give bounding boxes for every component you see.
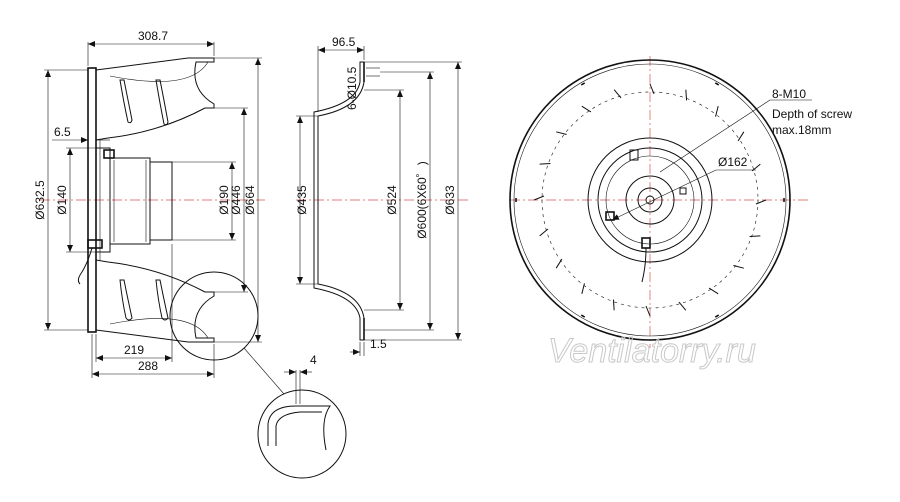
dim-depth-288: 288 <box>138 359 158 373</box>
dim-wall: 1.5 <box>370 337 387 351</box>
dim-dia-pcd: Ø600(6X60゜) <box>415 161 429 238</box>
motor-rotor-ring <box>597 147 703 253</box>
dim-dia-hub: Ø140 <box>55 185 69 215</box>
detail-leader <box>243 347 285 395</box>
dim-dia-190: Ø190 <box>217 185 231 215</box>
upper-blade-slot-2 <box>155 79 169 126</box>
front-cable <box>641 247 647 283</box>
dim-flange-thickness: 6.5 <box>54 125 71 139</box>
dim-width-total: 308.7 <box>138 29 168 43</box>
dim-holes: 6-Ø10.5 <box>345 66 359 110</box>
screw-spec: 8-M10 <box>772 87 806 101</box>
dim-dia-524: Ø524 <box>385 185 399 215</box>
upper-blade-slot-1 <box>119 79 133 124</box>
lower-blade-slot-2 <box>155 279 169 321</box>
motor-stator <box>109 157 151 245</box>
detail-callout-circle <box>169 271 259 361</box>
hub-ring <box>587 137 713 263</box>
motor-center <box>625 175 675 225</box>
rim-hole-marks <box>515 82 785 318</box>
lower-impeller <box>95 259 215 343</box>
hub-screw-top <box>629 149 639 161</box>
dim-dia-162: Ø162 <box>718 155 748 169</box>
shaft-cap <box>637 187 663 213</box>
upper-impeller <box>95 57 215 141</box>
dim-depth-219: 219 <box>124 343 144 357</box>
dim-dia-446: Ø446 <box>229 185 243 215</box>
dim-dia-633: Ø633 <box>443 185 457 215</box>
upper-impeller-blade-line <box>109 61 209 82</box>
detail-lip-inner <box>275 411 322 446</box>
outer-shroud-inner <box>513 63 787 337</box>
lower-impeller-blade-line <box>109 318 209 339</box>
hub-screw-right <box>679 187 687 195</box>
motor-rotor <box>149 161 173 241</box>
detail-view: 4 <box>257 353 347 479</box>
motor-bolt-upper <box>103 149 115 159</box>
watermark: Ventilatorry.ru <box>548 332 756 370</box>
dim-dia-overall: Ø632.5 <box>33 180 47 220</box>
dim-dia-435: Ø435 <box>295 185 309 215</box>
detail-lip-outer <box>267 405 331 451</box>
motor-cable <box>77 247 93 285</box>
side-view: 308.7 6.5 Ø632.5 Ø140 Ø190 Ø446 Ø664 <box>33 29 285 395</box>
screw-note-1: Depth of screw <box>772 107 852 121</box>
dim-section-width: 96.5 <box>332 35 356 49</box>
motor <box>77 140 173 285</box>
blade-circle <box>541 91 759 309</box>
cable-exit <box>641 237 651 249</box>
lower-blade-slot-1 <box>119 279 133 321</box>
screw-leader <box>659 99 771 173</box>
section-view: 96.5 6-Ø10.5 Ø435 Ø524 Ø600(6X60゜) Ø633 … <box>295 35 470 356</box>
front-view: 8-M10 Depth of screw max.18mm Ø162 <box>509 56 852 348</box>
outer-shroud <box>509 59 791 341</box>
screw-note-2: max.18mm <box>772 123 831 137</box>
dim-detail-thickness: 4 <box>310 353 317 367</box>
dia-162-leader <box>611 169 717 221</box>
detail-circle <box>257 389 347 479</box>
dim-dia-664: Ø664 <box>243 185 257 215</box>
cable-gland <box>87 239 103 249</box>
